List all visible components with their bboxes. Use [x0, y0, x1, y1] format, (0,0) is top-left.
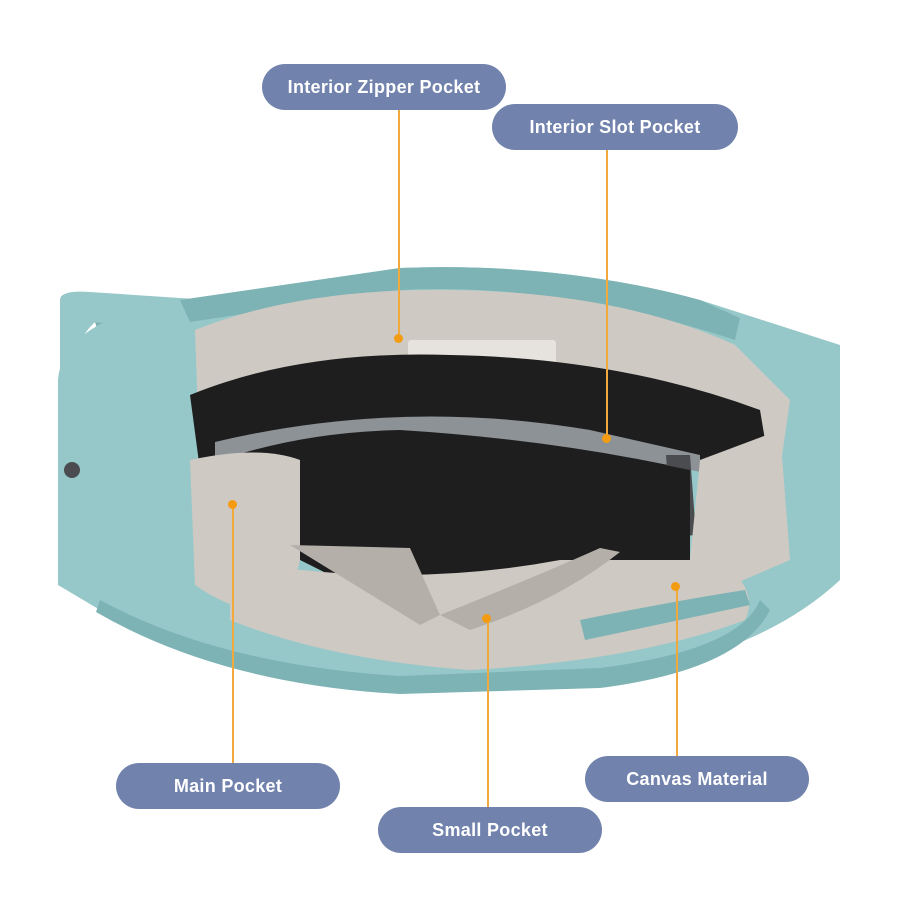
label-interior-zipper-pocket: Interior Zipper Pocket — [262, 64, 506, 110]
callout-dot-main-pocket — [228, 500, 237, 509]
bag-rim — [180, 267, 740, 340]
label-interior-slot-pocket: Interior Slot Pocket — [492, 104, 738, 150]
front-pocket-trim — [580, 590, 750, 640]
slot-pocket-left — [290, 545, 440, 625]
leader-line-canvas-material — [676, 589, 678, 757]
zipper-tape — [215, 416, 700, 472]
callout-dot-canvas-material — [671, 582, 680, 591]
callout-dot-small-pocket — [482, 614, 491, 623]
side-zipper-end — [64, 462, 80, 478]
label-small-pocket: Small Pocket — [378, 807, 602, 853]
callout-dot-interior-slot-pocket — [602, 434, 611, 443]
label-main-pocket: Main Pocket — [116, 763, 340, 809]
leader-line-interior-slot-pocket — [606, 150, 608, 438]
callout-dot-interior-zipper-pocket — [394, 334, 403, 343]
leader-line-main-pocket — [232, 508, 234, 766]
label-canvas-material: Canvas Material — [585, 756, 809, 802]
leader-line-interior-zipper-pocket — [398, 110, 400, 338]
slot-pocket-right — [440, 548, 620, 630]
leader-line-small-pocket — [487, 620, 489, 808]
bag-front-rim — [96, 600, 770, 694]
lining-right — [690, 430, 790, 590]
